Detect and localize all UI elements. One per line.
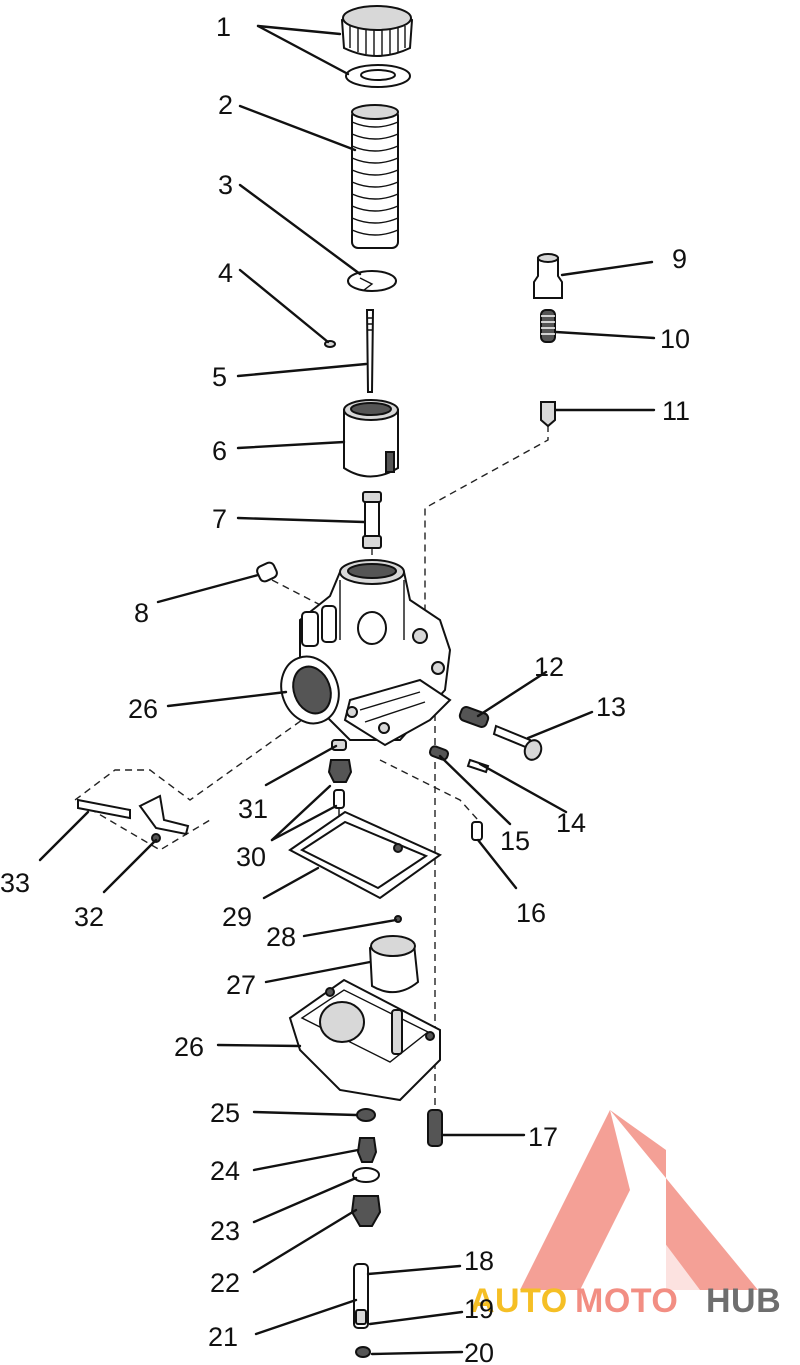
part-labels: 1 2 3 4 5 6 7 8 9 10 11 12 13 14 15 16 1… <box>0 12 690 1365</box>
label-26-top: 26 <box>128 694 158 724</box>
cap-part-8 <box>256 561 278 583</box>
cap-part-1 <box>340 5 414 88</box>
watermark-text-hub: HUB <box>706 1282 781 1320</box>
watermark-text-auto: AUTO <box>470 1282 568 1320</box>
label-27: 27 <box>226 970 256 1000</box>
label-25: 25 <box>210 1098 240 1128</box>
label-10: 10 <box>660 324 690 354</box>
label-24: 24 <box>210 1156 240 1186</box>
jet-part-7 <box>362 491 382 549</box>
main-jet-parts-17-25 <box>350 1108 443 1358</box>
spring-part-2 <box>351 104 399 249</box>
label-5: 5 <box>212 362 227 392</box>
needle-part-5 <box>365 309 375 393</box>
label-3: 3 <box>218 170 233 200</box>
idle-screw-parts-12-16 <box>428 706 543 841</box>
label-19: 19 <box>464 1294 494 1324</box>
label-20: 20 <box>464 1338 494 1365</box>
label-17: 17 <box>528 1122 558 1152</box>
air-screw-parts-9-11 <box>533 253 563 428</box>
watermark-text-moto: MOTO <box>575 1282 678 1320</box>
watermark-triangle-icon <box>610 1110 758 1290</box>
label-29: 29 <box>222 902 252 932</box>
leader-lines <box>38 24 656 1356</box>
label-2: 2 <box>218 90 233 120</box>
label-22: 22 <box>210 1268 240 1298</box>
bracket-parts-32-33 <box>77 794 190 843</box>
label-9: 9 <box>672 244 687 274</box>
float-parts-27-28 <box>368 915 420 993</box>
label-30: 30 <box>236 842 266 872</box>
label-28: 28 <box>266 922 296 952</box>
slide-part-6 <box>343 399 399 478</box>
label-14: 14 <box>556 808 586 838</box>
label-13: 13 <box>596 692 626 722</box>
label-18: 18 <box>464 1246 494 1276</box>
label-4: 4 <box>218 258 233 288</box>
pilot-jet-parts-30-31 <box>327 739 353 818</box>
label-8: 8 <box>134 598 149 628</box>
label-11: 11 <box>662 396 690 426</box>
label-31: 31 <box>238 794 268 824</box>
label-33: 33 <box>0 868 30 898</box>
label-6: 6 <box>212 436 227 466</box>
label-21: 21 <box>208 1322 238 1352</box>
label-23: 23 <box>210 1216 240 1246</box>
carburetor-body <box>280 559 452 747</box>
label-15: 15 <box>500 826 530 856</box>
gasket-part-29 <box>288 810 442 900</box>
label-32: 32 <box>74 902 104 932</box>
automotohub-watermark: AUTO MOTO HUB <box>470 1110 781 1320</box>
label-26-bottom: 26 <box>174 1032 204 1062</box>
plate-part-3 <box>347 270 397 292</box>
float-bowl-part-26 <box>288 978 441 1102</box>
label-7: 7 <box>212 504 227 534</box>
label-1: 1 <box>216 12 231 42</box>
label-12: 12 <box>534 652 564 682</box>
label-16: 16 <box>516 898 546 928</box>
